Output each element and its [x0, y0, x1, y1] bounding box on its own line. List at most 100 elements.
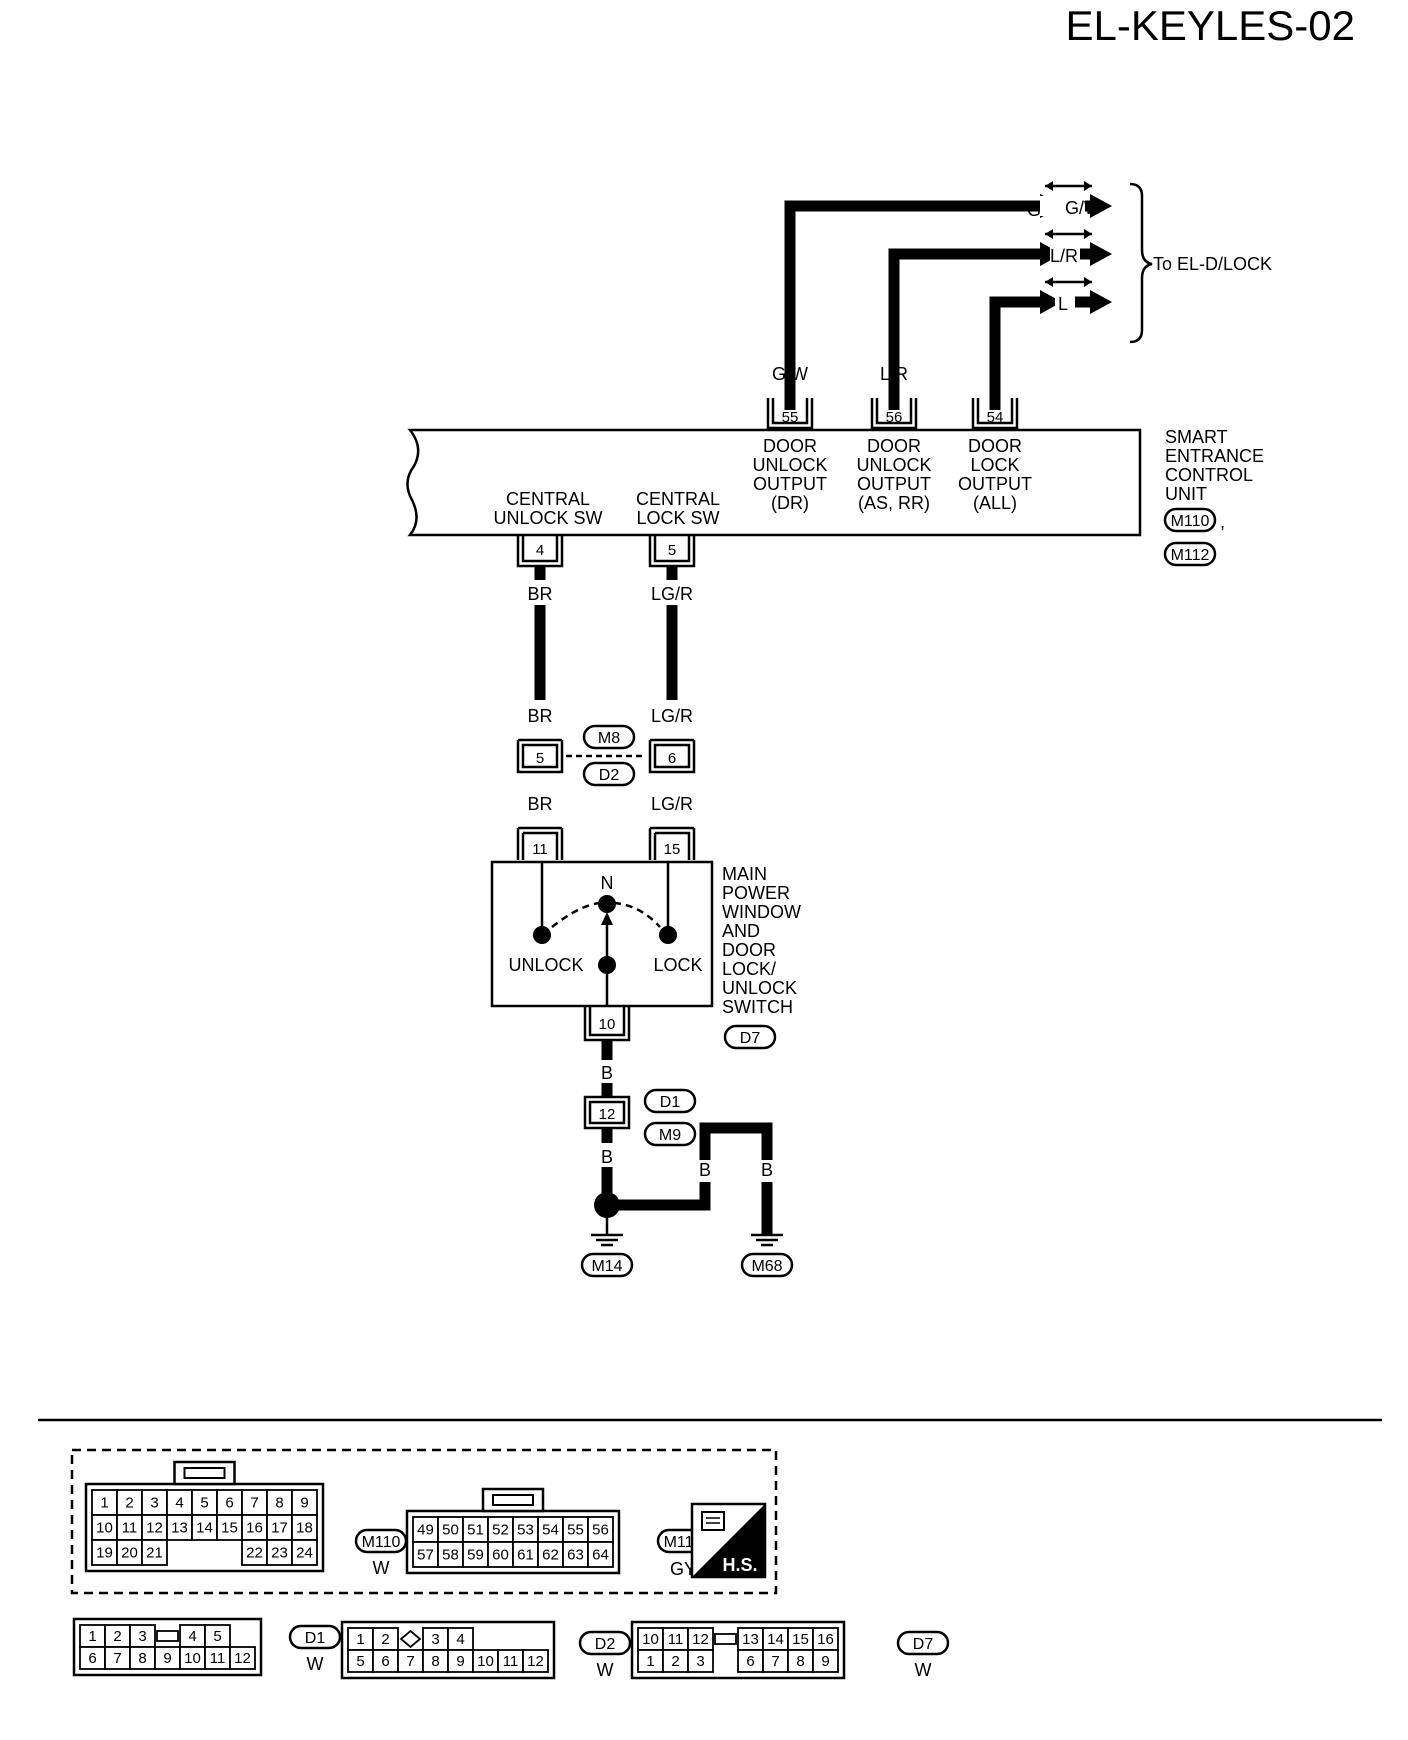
pin-number: 6	[225, 1495, 233, 1512]
pin-number: 20	[121, 1545, 138, 1562]
pin-cell	[141, 1489, 168, 1516]
pin-number: 62	[542, 1547, 559, 1564]
pin-number: 12	[146, 1520, 163, 1537]
output-function-all: DOOR LOCK OUTPUT (ALL)	[958, 436, 1032, 513]
pin-number: 13	[171, 1520, 188, 1537]
svg-text:6: 6	[668, 750, 676, 767]
pin-number: 1	[100, 1495, 108, 1512]
pin-cell	[216, 1514, 243, 1541]
svg-text:,: ,	[1220, 512, 1225, 532]
pin-number: 7	[113, 1650, 121, 1667]
pin-number: 9	[456, 1653, 464, 1670]
pin-number: 2	[381, 1631, 389, 1648]
ground-icon-m14	[591, 1205, 623, 1247]
connector-color: W	[597, 1660, 614, 1680]
pin-number: 12	[527, 1653, 544, 1670]
pin-number: 59	[467, 1547, 484, 1564]
pin-number: 8	[796, 1653, 804, 1670]
wire-label-lgr-2: LG/R	[651, 706, 693, 726]
svg-text:DOOR: DOOR	[968, 436, 1022, 456]
svg-text:M9: M9	[659, 1127, 681, 1144]
pin-cell	[266, 1514, 293, 1541]
svg-text:54: 54	[987, 409, 1004, 426]
svg-text:4: 4	[536, 542, 544, 559]
input-label-lock-sw: CENTRAL LOCK SW	[636, 489, 720, 528]
svg-text:D1: D1	[660, 1094, 681, 1111]
pin-number: 7	[406, 1653, 414, 1670]
pin-number: 56	[592, 1522, 609, 1539]
pin-number: 15	[792, 1631, 809, 1648]
svg-text:12: 12	[599, 1106, 616, 1123]
svg-text:DOOR: DOOR	[867, 436, 921, 456]
output-pin-56: 56	[870, 398, 918, 430]
pin-number: 13	[742, 1631, 759, 1648]
svg-text:UNIT: UNIT	[1165, 484, 1207, 504]
svg-text:OUTPUT: OUTPUT	[753, 474, 827, 494]
pin-number: 11	[122, 1520, 138, 1537]
pin-number: 14	[196, 1520, 213, 1537]
ground-tag-m14: M14	[580, 1252, 634, 1278]
pin-number: 6	[746, 1653, 754, 1670]
junction-pin-5: 5	[516, 738, 564, 774]
connector-tag-d1: D1	[643, 1088, 697, 1114]
pin-number: 10	[477, 1653, 494, 1670]
pin-number: 10	[184, 1650, 201, 1667]
svg-text:H.S.: H.S.	[722, 1555, 757, 1575]
pin-number: 2	[671, 1653, 679, 1670]
ground-connector-pin-12: 12	[583, 1095, 631, 1130]
svg-text:M68: M68	[751, 1258, 782, 1275]
pin-number: 22	[246, 1545, 263, 1562]
svg-text:CENTRAL: CENTRAL	[636, 489, 720, 509]
pin-number: 6	[88, 1650, 96, 1667]
pin-number: 5	[200, 1495, 208, 1512]
connector-tag-m110: M110 ,	[1163, 507, 1225, 533]
svg-text:LOCK: LOCK	[970, 455, 1019, 475]
connector-id: D1	[305, 1630, 326, 1647]
connector-id: D2	[595, 1636, 616, 1653]
pin-number: 11	[210, 1650, 226, 1667]
svg-text:5: 5	[668, 542, 676, 559]
pin-number: 12	[692, 1631, 709, 1648]
svg-text:ENTRANCE: ENTRANCE	[1165, 446, 1264, 466]
pin-cell	[537, 1516, 564, 1543]
connector-color: W	[915, 1660, 932, 1680]
pin-number: 7	[250, 1495, 258, 1512]
pin-number: 9	[300, 1495, 308, 1512]
output-pin-55: 55	[766, 398, 814, 430]
ground-icon-m68	[751, 1233, 783, 1247]
pin-number: 11	[503, 1653, 519, 1670]
destination-label: To EL-D/LOCK	[1153, 254, 1272, 274]
control-unit-box	[406, 428, 1142, 537]
pin-number: 1	[88, 1628, 96, 1645]
pin-number: 64	[592, 1547, 609, 1564]
svg-text:UNLOCK: UNLOCK	[752, 455, 827, 475]
switch-pin-15: 15	[648, 826, 696, 860]
pin-number: 14	[767, 1631, 784, 1648]
wire-label-br-3: BR	[527, 794, 552, 814]
pin-number: 1	[356, 1631, 364, 1648]
pin-number: 61	[517, 1547, 534, 1564]
pin-number: 10	[642, 1631, 659, 1648]
lock-label: LOCK	[653, 955, 702, 975]
output-wire-lr	[888, 242, 1062, 410]
wire-color-label-56: L/R	[880, 364, 908, 384]
pin-number: 24	[296, 1545, 313, 1562]
unlock-label: UNLOCK	[508, 955, 583, 975]
svg-text:UNLOCK: UNLOCK	[856, 455, 931, 475]
pin-number: 9	[821, 1653, 829, 1670]
pin-number: 1	[646, 1653, 654, 1670]
wire-label-lgr-3: LG/R	[651, 794, 693, 814]
junction-pin-6: 6	[648, 738, 696, 774]
svg-text:UNLOCK: UNLOCK	[722, 978, 797, 998]
svg-text:DOOR: DOOR	[763, 436, 817, 456]
pin-cell	[229, 1646, 256, 1670]
wire-color-l-end: L	[1058, 294, 1068, 314]
pin-number: 4	[188, 1628, 196, 1645]
connector-id: D7	[913, 1636, 934, 1653]
svg-text:15: 15	[664, 841, 681, 858]
pin-number: 58	[442, 1547, 459, 1564]
pin-number: 23	[271, 1545, 288, 1562]
svg-text:(DR): (DR)	[771, 493, 809, 513]
pin-cell	[487, 1516, 514, 1543]
